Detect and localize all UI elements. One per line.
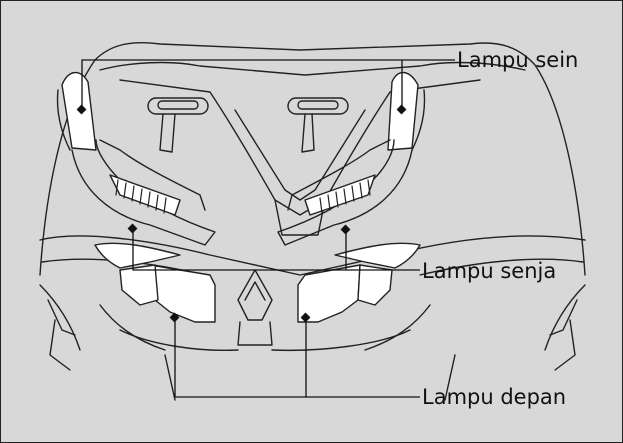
leader-headlight xyxy=(175,318,420,397)
left-mirror-stalk xyxy=(148,98,208,152)
fairing-outline xyxy=(40,43,585,275)
left-headlight-lens xyxy=(150,265,215,322)
left-headlight-strip xyxy=(95,243,180,268)
center-emblem xyxy=(238,270,272,320)
label-position-lamp: Lampu senja xyxy=(422,259,556,283)
label-turn-signal: Lampu sein xyxy=(457,48,578,72)
label-headlight: Lampu depan xyxy=(422,385,566,409)
right-mirror-stalk xyxy=(288,98,348,152)
